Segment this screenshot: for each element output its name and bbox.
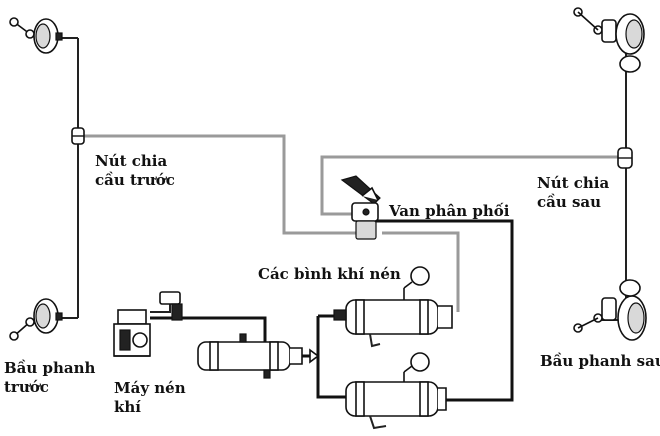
distribution-valve-label: Van phân phối — [388, 202, 510, 220]
front-axle-split — [71, 127, 85, 145]
air-tanks-label: Các bình khí nén — [258, 265, 401, 283]
air-compressor — [113, 309, 151, 357]
rear-brake-pipe — [320, 155, 620, 216]
distribution-valve — [340, 175, 381, 240]
lower-air-tank — [345, 352, 447, 430]
front-split-label: Nút chia cầu trước — [95, 152, 175, 189]
rear-brake-chamber-top — [573, 7, 645, 73]
governor — [159, 291, 183, 321]
rear-chamber-label: Bầu phanh sau — [540, 352, 660, 370]
rear-axle-split — [617, 147, 633, 169]
rear-split-label: Nút chia cầu sau — [537, 174, 614, 211]
front-brake-pipe — [82, 134, 357, 235]
compressor-outlet-pipe — [150, 316, 267, 342]
front-chamber-label: Bầu phanh trước — [4, 359, 101, 396]
front-brake-chamber-bottom — [9, 298, 63, 341]
front-brake-chamber-top — [9, 17, 63, 54]
main-air-tank — [197, 333, 320, 379]
valve-lower-tank-pipe — [376, 219, 514, 402]
compressor-label: Máy nén khí — [114, 379, 191, 416]
rear-brake-chamber-bottom — [573, 279, 647, 341]
upper-air-tank — [333, 266, 453, 348]
valve-supply-pipe — [382, 231, 460, 312]
